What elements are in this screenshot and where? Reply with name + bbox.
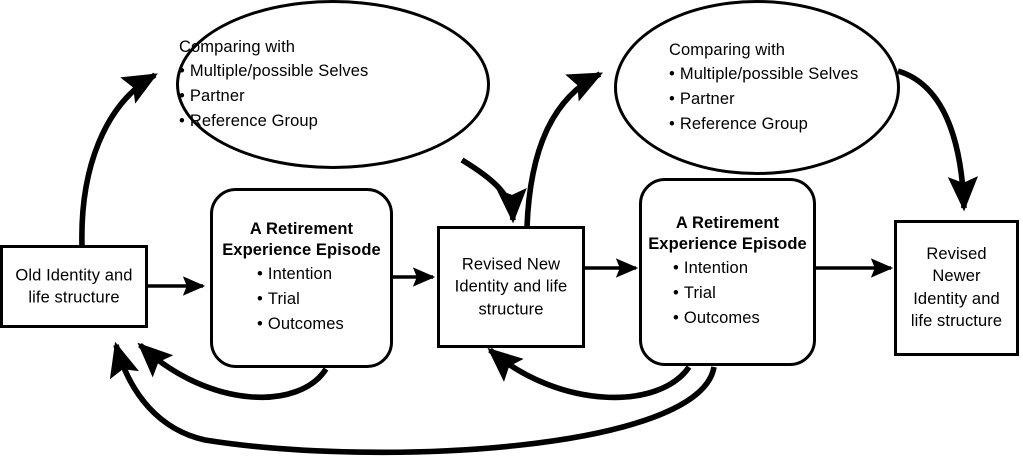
episode-1-bullet-3: Outcomes [257, 312, 384, 337]
comparing-2-bullets: Multiple/possible Selves Partner Referen… [669, 62, 897, 137]
old-identity-line-1: Old Identity and [15, 266, 133, 285]
revised-new-identity-text: Revised New Identity and life structure [440, 253, 582, 320]
revised-newer-line-2: Identity and [913, 290, 1000, 308]
comparing-2-bullet-2: Partner [669, 87, 897, 112]
comparing-1-heading: Comparing with [179, 37, 296, 56]
episode-1-bullet-1: Intention [257, 262, 384, 287]
old-identity-text: Old Identity and life structure [3, 264, 145, 309]
episode-1-bullet-2: Trial [257, 287, 384, 312]
episode-2-text: A Retirement Experience Episode Intentio… [642, 213, 813, 331]
episode-2-bullet-2: Trial [673, 281, 807, 306]
revised-new-identity-box[interactable]: Revised New Identity and life structure [437, 226, 585, 348]
comparing-1-bullets: Multiple/possible Selves Partner Referen… [179, 59, 487, 134]
revised-newer-line-1: Revised Newer [926, 245, 987, 286]
episode-1-text: A Retirement Experience Episode Intentio… [213, 219, 390, 337]
old-identity-box[interactable]: Old Identity and life structure [0, 245, 148, 328]
edge-comparing-1-to-revised-new [460, 157, 527, 224]
retirement-episode-1[interactable]: A Retirement Experience Episode Intentio… [210, 188, 393, 368]
comparing-1-text: Comparing with Multiple/possible Selves … [179, 35, 487, 135]
comparing-2-bullet-1: Multiple/possible Selves [669, 62, 897, 87]
comparing-with-ellipse-1[interactable]: Comparing with Multiple/possible Selves … [176, 0, 490, 169]
episode-1-bullets: Intention Trial Outcomes [219, 262, 384, 337]
edge-episode-1-feedback-to-old-identity [137, 342, 329, 401]
comparing-1-bullet-3: Reference Group [179, 109, 487, 134]
revised-newer-identity-box[interactable]: Revised Newer Identity and life structur… [894, 220, 1019, 356]
comparing-1-bullet-2: Partner [179, 84, 487, 109]
retirement-episode-2[interactable]: A Retirement Experience Episode Intentio… [639, 178, 816, 366]
edge-old-identity-to-comparing-1 [79, 72, 158, 247]
edge-episode-2-feedback-to-old-identity [109, 341, 717, 456]
comparing-2-heading: Comparing with [669, 40, 786, 59]
comparing-1-bullet-1: Multiple/possible Selves [179, 59, 487, 84]
edge-revised-new-to-comparing-2 [524, 71, 604, 228]
revised-new-line-2: Identity and life [454, 277, 568, 296]
old-identity-line-2: life structure [28, 288, 120, 307]
revised-new-line-3: structure [478, 300, 544, 319]
episode-2-title-line-1: A Retirement [675, 213, 780, 232]
comparing-with-ellipse-2[interactable]: Comparing with Multiple/possible Selves … [614, 0, 900, 175]
episode-2-bullets: Intention Trial Outcomes [648, 256, 807, 331]
episode-1-title-line-2: Experience Episode [222, 241, 381, 260]
comparing-2-text: Comparing with Multiple/possible Selves … [617, 38, 897, 138]
comparing-2-bullet-3: Reference Group [669, 112, 897, 137]
edge-episode-2-feedback-to-revised-new [487, 347, 692, 401]
episode-2-bullet-1: Intention [673, 256, 807, 281]
revised-new-line-1: Revised New [461, 255, 561, 274]
revised-newer-line-3: life structure [910, 312, 1003, 331]
episode-2-title-line-2: Experience Episode [648, 235, 807, 254]
episode-1-title-line-1: A Retirement [249, 219, 354, 238]
edge-comparing-2-to-revised-newer [897, 68, 979, 212]
revised-newer-identity-text: Revised Newer Identity and life structur… [897, 243, 1016, 333]
episode-2-bullet-3: Outcomes [673, 306, 807, 331]
